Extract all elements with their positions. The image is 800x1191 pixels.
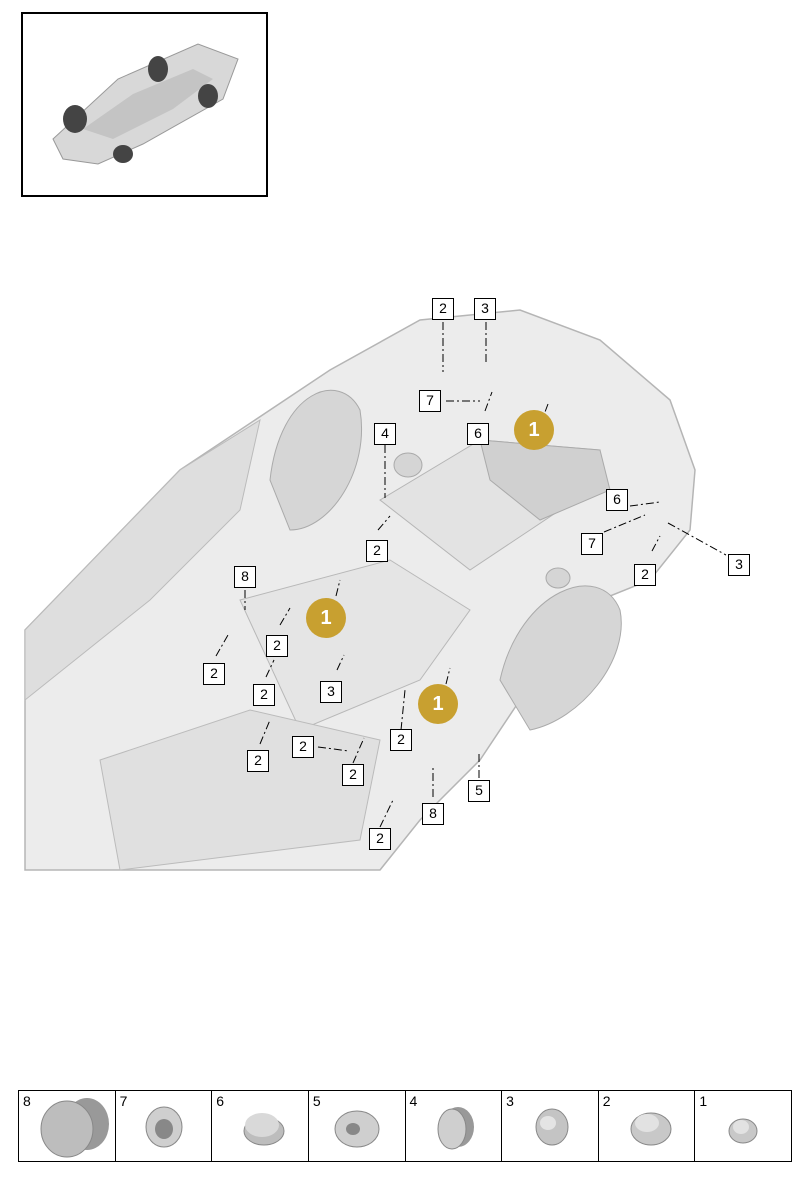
callout-3: 3 (474, 298, 496, 320)
callout-7: 7 (581, 533, 603, 555)
callout-1-marker: 1 (418, 684, 458, 724)
callout-8: 8 (234, 566, 256, 588)
callout-2: 2 (253, 684, 275, 706)
callout-2: 2 (366, 540, 388, 562)
plug-6-icon (243, 1113, 285, 1146)
plug-1-icon (728, 1118, 758, 1144)
callout-2: 2 (390, 729, 412, 751)
legend-number: 8 (23, 1093, 31, 1109)
legend-cell-3: 3 (502, 1091, 599, 1161)
callout-6: 6 (467, 423, 489, 445)
legend-number: 2 (602, 1093, 611, 1109)
callout-2: 2 (342, 764, 364, 786)
legend-cell-4: 4 (406, 1091, 503, 1161)
callout-5: 5 (468, 780, 490, 802)
legend-cell-1: 1 (695, 1091, 791, 1161)
legend-cell-2: 2 (599, 1091, 696, 1161)
legend-cell-7: 7 (116, 1091, 213, 1161)
callout-2: 2 (634, 564, 656, 586)
plug-4-icon (437, 1107, 474, 1150)
callout-7: 7 (419, 390, 441, 412)
legend-number: 1 (699, 1093, 708, 1109)
legend-number: 3 (506, 1093, 514, 1109)
legend-number: 6 (216, 1093, 225, 1109)
callout-2: 2 (203, 663, 225, 685)
callout-3: 3 (320, 681, 342, 703)
legend-cell-6: 6 (212, 1091, 309, 1161)
parts-legend: 8 7 6 5 4 3 (18, 1090, 792, 1162)
callout-2: 2 (292, 736, 314, 758)
callout-4: 4 (374, 423, 396, 445)
grommet-5-icon (334, 1110, 380, 1148)
callout-3: 3 (728, 554, 750, 576)
plug-8-icon (40, 1098, 109, 1158)
legend-number: 7 (119, 1093, 128, 1109)
callout-2: 2 (432, 298, 454, 320)
legend-cell-8: 8 (19, 1091, 116, 1161)
callout-8: 8 (422, 803, 444, 825)
legend-number: 4 (409, 1093, 418, 1109)
callout-1-marker: 1 (306, 598, 346, 638)
callout-2: 2 (266, 635, 288, 657)
callout-2: 2 (247, 750, 269, 772)
plug-2-icon (630, 1112, 672, 1146)
callout-2: 2 (369, 828, 391, 850)
overview-thumbnail (21, 12, 268, 197)
car-overview-illustration (52, 43, 239, 165)
grommet-7-icon (145, 1106, 183, 1148)
callout-1-marker: 1 (514, 410, 554, 450)
legend-number: 5 (312, 1093, 321, 1109)
underbody-illustration (24, 309, 727, 871)
plug-3-icon (535, 1108, 569, 1146)
callout-6: 6 (606, 489, 628, 511)
underbody-diagram: 2 3 7 6 1 4 6 7 3 2 2 8 1 2 2 2 3 1 2 2 … (0, 280, 800, 880)
legend-cell-5: 5 (309, 1091, 406, 1161)
